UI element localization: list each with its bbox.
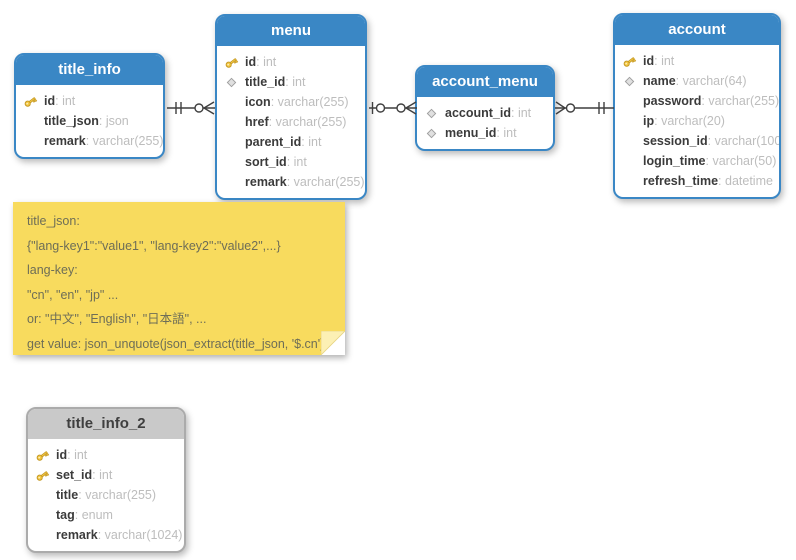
- field-row[interactable]: account_idint: [424, 103, 547, 123]
- field-row[interactable]: passwordvarchar(255): [622, 91, 779, 111]
- foreign-key-diamond-icon: [426, 128, 437, 138]
- primary-key-icon: [35, 449, 50, 462]
- field-row[interactable]: idint: [622, 51, 773, 71]
- note-line: or: "中文", "English", "日本語", ...: [27, 312, 207, 326]
- field-row[interactable]: hrefvarchar(255): [224, 112, 359, 132]
- table-title[interactable]: account_menu: [417, 67, 553, 98]
- relation-title_info-menu[interactable]: [167, 94, 215, 122]
- primary-key-icon: [23, 95, 38, 108]
- table-account[interactable]: account idint namevarchar(64) passwordva…: [613, 13, 781, 199]
- field-row[interactable]: refresh_timedatetime: [622, 171, 773, 191]
- primary-key-icon: [224, 56, 239, 69]
- cardinality-zero-circle: [565, 103, 576, 113]
- icon-spacer: [224, 175, 239, 190]
- field-row[interactable]: namevarchar(64): [622, 71, 773, 91]
- icon-spacer: [622, 134, 637, 149]
- note-line: get value: json_unquote(json_extract(tit…: [27, 336, 325, 351]
- icon-spacer: [224, 155, 239, 170]
- cardinality-zero-circle: [194, 103, 204, 113]
- table-title_info_2[interactable]: title_info_2 idint set_idint titlevarcha…: [26, 407, 186, 553]
- table-menu[interactable]: menu idint title_idint iconvarchar(255) …: [215, 14, 367, 200]
- field-row[interactable]: title_idint: [224, 72, 359, 92]
- foreign-key-diamond-icon: [624, 76, 635, 86]
- icon-spacer: [23, 114, 38, 129]
- cardinality-zero-circle: [375, 103, 386, 113]
- table-title[interactable]: account: [615, 15, 779, 46]
- field-row[interactable]: set_idint: [35, 465, 178, 485]
- cardinality-zero-circle: [396, 103, 406, 113]
- table-body: idint set_idint titlevarchar(255) tagenu…: [28, 440, 184, 551]
- field-row[interactable]: idint: [224, 52, 359, 72]
- note-line: {"lang-key1":"value1", "lang-key2":"valu…: [27, 238, 281, 253]
- field-row[interactable]: ipvarchar(20): [622, 111, 773, 131]
- table-body: idint title_jsonjson remarkvarchar(255): [16, 86, 163, 157]
- field-row[interactable]: idint: [35, 445, 178, 465]
- note-line: title_json:: [27, 214, 80, 228]
- field-row[interactable]: session_idvarchar(100): [622, 131, 779, 151]
- icon-spacer: [23, 134, 38, 149]
- field-row[interactable]: idint: [23, 91, 157, 111]
- icon-spacer: [224, 135, 239, 150]
- primary-key-icon: [35, 469, 50, 482]
- icon-spacer: [622, 154, 637, 169]
- field-row[interactable]: title_jsonjson: [23, 111, 157, 131]
- icon-spacer: [622, 114, 637, 129]
- note-line: lang-key:: [27, 263, 78, 277]
- table-account_menu[interactable]: account_menu account_idint menu_idint: [415, 65, 555, 151]
- field-row[interactable]: sort_idint: [224, 152, 359, 172]
- field-row[interactable]: parent_idint: [224, 132, 359, 152]
- field-row[interactable]: login_timevarchar(50): [622, 151, 776, 171]
- cardinality-crow-foot: [555, 101, 566, 115]
- note-line: "cn", "en", "jp" ...: [27, 287, 119, 302]
- field-row[interactable]: remarkvarchar(255): [224, 172, 365, 192]
- icon-spacer: [224, 95, 239, 110]
- foreign-key-diamond-icon: [226, 77, 237, 87]
- icon-spacer: [622, 94, 637, 109]
- field-row[interactable]: tagenum: [35, 505, 178, 525]
- field-row[interactable]: menu_idint: [424, 123, 547, 143]
- folded-corner-icon: [321, 331, 345, 355]
- field-row[interactable]: titlevarchar(255): [35, 485, 178, 505]
- icon-spacer: [35, 488, 50, 503]
- table-body: idint namevarchar(64) passwordvarchar(25…: [615, 46, 779, 197]
- cardinality-exactly-one: [175, 102, 182, 114]
- table-title[interactable]: menu: [217, 16, 365, 47]
- foreign-key-diamond-icon: [426, 108, 437, 118]
- icon-spacer: [35, 508, 50, 523]
- cardinality-crow-foot: [203, 101, 215, 115]
- icon-spacer: [224, 115, 239, 130]
- table-title_info[interactable]: title_info idint title_jsonjson remarkva…: [14, 53, 165, 159]
- table-title[interactable]: title_info: [16, 55, 163, 86]
- relation-account_menu-account[interactable]: [555, 94, 614, 122]
- table-body: idint title_idint iconvarchar(255) hrefv…: [217, 47, 365, 198]
- sticky-note[interactable]: title_json: {"lang-key1":"value1", "lang…: [13, 202, 345, 355]
- primary-key-icon: [622, 55, 637, 68]
- cardinality-exactly-one: [598, 102, 605, 114]
- icon-spacer: [35, 528, 50, 543]
- icon-spacer: [622, 174, 637, 189]
- field-row[interactable]: iconvarchar(255): [224, 92, 359, 112]
- table-title[interactable]: title_info_2: [28, 409, 184, 440]
- cardinality-crow-foot: [405, 101, 417, 115]
- relation-menu-account_menu[interactable]: [369, 94, 417, 122]
- field-row[interactable]: remarkvarchar(255): [23, 131, 163, 151]
- field-row[interactable]: remarkvarchar(1024): [35, 525, 182, 545]
- table-body: account_idint menu_idint: [417, 98, 553, 149]
